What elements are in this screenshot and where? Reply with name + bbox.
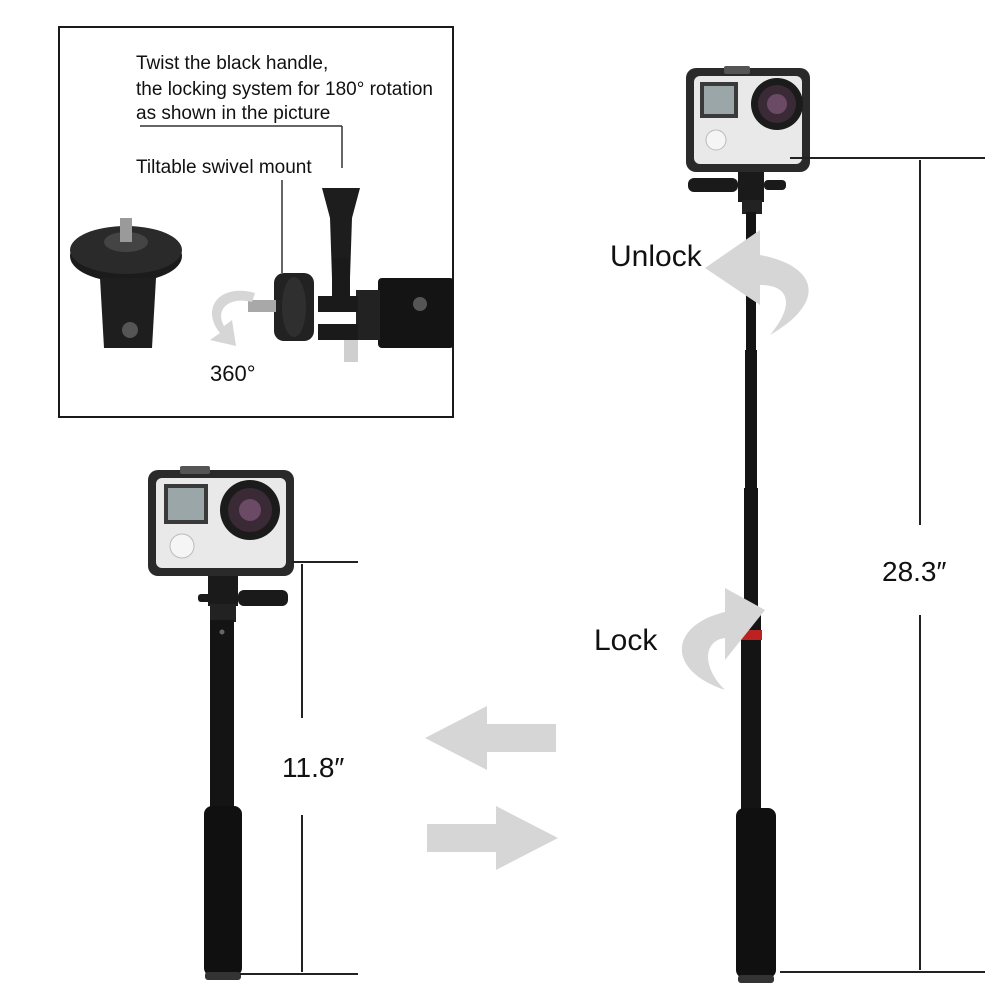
extended-length-label: 28.3″ bbox=[882, 556, 947, 587]
tripod-adapter bbox=[70, 218, 182, 348]
unlock-arrow-icon bbox=[705, 230, 809, 335]
extended-mount bbox=[688, 172, 786, 214]
collapsed-dimension-line bbox=[240, 561, 358, 975]
swivel-detail-inset: Twist the black handle, the locking syst… bbox=[58, 26, 454, 418]
extend-arrow-icon bbox=[427, 806, 558, 870]
swivel-mount-label: Tiltable swivel mount bbox=[136, 157, 312, 178]
collapsed-mount bbox=[198, 576, 288, 622]
lock-arrow-icon bbox=[681, 588, 765, 690]
collapsed-camera bbox=[148, 466, 294, 576]
unlock-label: Unlock bbox=[610, 240, 702, 273]
extended-selfie-stick bbox=[686, 66, 810, 983]
rotation-label: 360° bbox=[210, 361, 256, 386]
caption-line-3: as shown in the picture bbox=[136, 103, 331, 124]
rotation-arrow-icon bbox=[210, 290, 255, 346]
pole-end-mount bbox=[248, 188, 454, 362]
extended-camera bbox=[686, 66, 810, 172]
collapsed-length-label: 11.8″ bbox=[282, 752, 345, 783]
swivel-detail-drawing bbox=[70, 125, 454, 362]
collapsed-selfie-stick bbox=[148, 466, 294, 980]
caption-line-1: Twist the black handle, bbox=[136, 53, 329, 74]
collapse-arrow-icon bbox=[425, 706, 556, 770]
caption-line-2: the locking system for 180° rotation bbox=[136, 79, 433, 100]
lock-label: Lock bbox=[594, 624, 658, 657]
extended-dimension-line bbox=[780, 157, 985, 973]
